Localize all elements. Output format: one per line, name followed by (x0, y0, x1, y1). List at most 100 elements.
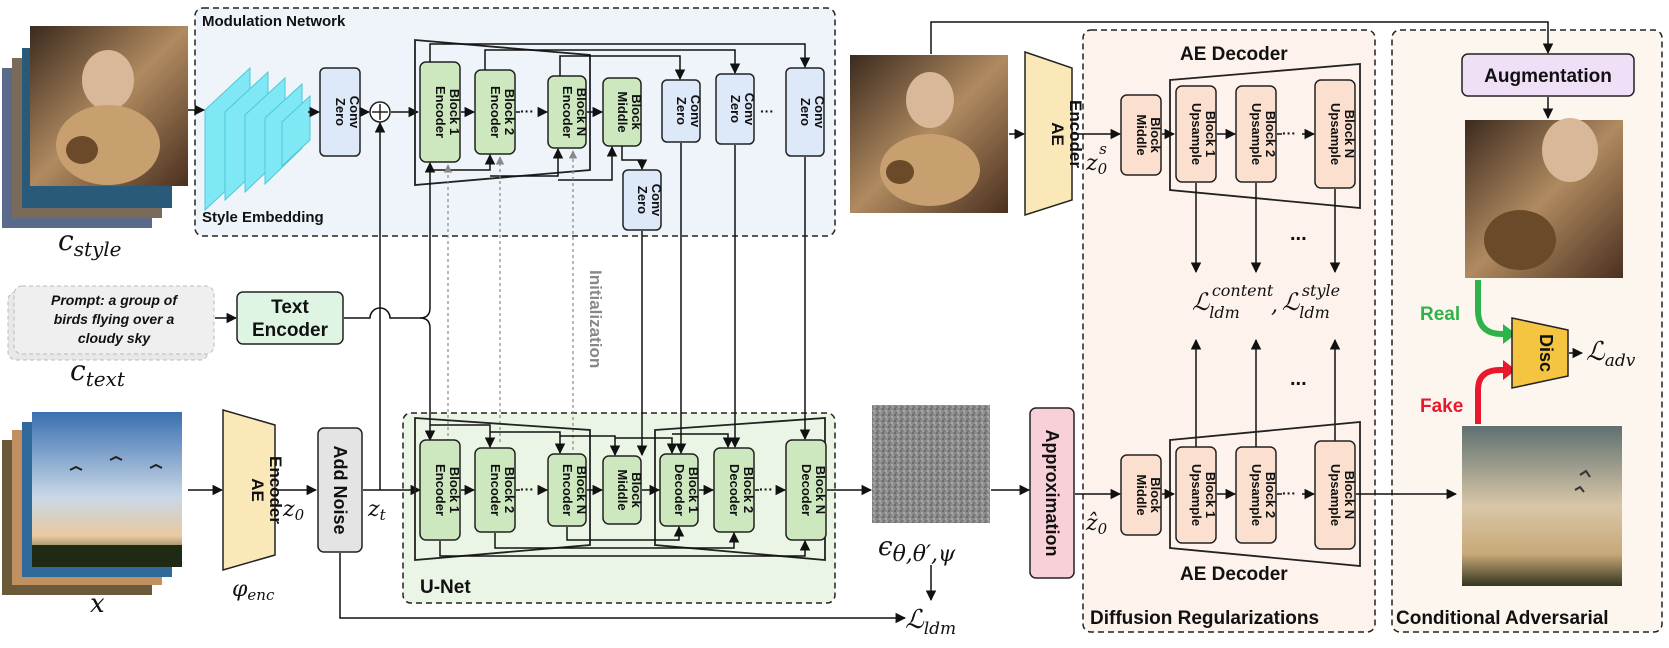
ae-decoder-top-label: AE Decoder (1180, 44, 1288, 65)
unet-decoder-trapezoid (654, 417, 826, 561)
unet-decoder-block-1: Decoder Block 1 (659, 453, 701, 527)
svg-text:Middle: Middle (1134, 114, 1149, 155)
svg-text:Upsample: Upsample (1249, 464, 1264, 526)
phi-enc-label: φenc (232, 577, 275, 604)
svg-text:Middle: Middle (615, 91, 630, 132)
svg-text:Middle: Middle (1134, 474, 1149, 515)
bottom-middle-block: Middle Block (1120, 454, 1163, 536)
svg-text:Decoder: Decoder (672, 464, 687, 516)
unet-label: U-Net (420, 577, 471, 598)
style-image-stack (2, 26, 188, 228)
z0-label: z0 (282, 497, 305, 524)
svg-text:Block 2: Block 2 (1263, 472, 1278, 518)
svg-text:Encoder: Encoder (488, 86, 503, 138)
unet-encoder-block-n: Encoder Block N (547, 453, 589, 527)
svg-text:Zero: Zero (333, 98, 348, 126)
svg-text:Disc: Disc (1536, 334, 1556, 372)
add-noise-box: Add Noise (317, 427, 363, 553)
mod-encoder-block-2: Encoder Block 2 (474, 69, 517, 155)
style-embedding-layers (204, 66, 311, 212)
unet-encoder-block-2: Encoder Block 2 (474, 447, 517, 533)
svg-text:Zero: Zero (798, 98, 813, 126)
svg-text:Conv: Conv (742, 93, 757, 126)
noise-prediction-image (872, 405, 990, 523)
svg-text:birds flying over a: birds flying over a (54, 311, 175, 327)
top-upsample-block-2: Upsample Block 2 (1235, 85, 1278, 183)
top-ellipsis: ... (1290, 223, 1307, 245)
zero-conv-2: Zero Conv (715, 73, 757, 145)
svg-text:Zero: Zero (728, 95, 743, 123)
top-middle-block: Middle Block (1120, 94, 1163, 176)
svg-text:Block 2: Block 2 (741, 467, 756, 513)
c-text-label: ctext (70, 354, 126, 391)
svg-text:Block 1: Block 1 (447, 467, 462, 513)
svg-text:Upsample: Upsample (1249, 103, 1264, 165)
c-style-label: cstyle (58, 224, 122, 261)
unet-decoder-block-2: Decoder Block 2 (713, 447, 756, 533)
bottom-upsample-block-n: Upsample Block N (1314, 440, 1357, 550)
svg-text:Conv: Conv (347, 96, 362, 129)
svg-text:Block N: Block N (1342, 471, 1357, 519)
ae-decoder-bottom-trapezoid (1169, 421, 1361, 567)
mod-dots-1: ··· (520, 103, 534, 119)
svg-text:Conv: Conv (688, 95, 703, 128)
diffusion-regularizations-label: Diffusion Regularizations (1090, 608, 1319, 629)
svg-text:Zero: Zero (635, 186, 650, 214)
bottom-dec-dots: ··· (1282, 485, 1296, 501)
discriminator-box: Disc (1511, 317, 1569, 389)
bottom-ellipsis: ... (1290, 368, 1307, 390)
prompt-card: Prompt: a group of birds flying over a c… (7, 285, 215, 361)
svg-text:Block 2: Block 2 (502, 467, 517, 513)
loss-content: ℒldmcontent (1192, 281, 1274, 322)
mod-encoder-block-n: Encoder Block N (547, 75, 589, 149)
svg-text:Block 1: Block 1 (447, 89, 462, 135)
svg-text:Block 2: Block 2 (502, 89, 517, 135)
svg-text:Block N: Block N (813, 466, 828, 514)
loss-sep: , (1271, 293, 1278, 318)
svg-text:Block: Block (629, 472, 644, 508)
svg-text:Block N: Block N (574, 88, 589, 136)
svg-text:Text: Text (271, 297, 309, 318)
svg-text:Block: Block (1148, 477, 1163, 513)
svg-text:Block: Block (1148, 117, 1163, 153)
epsilon-label: ϵθ,θ′,ψ (878, 532, 956, 567)
svg-text:Upsample: Upsample (1189, 103, 1204, 165)
unet-decoder-block-n: Decoder Block N (785, 439, 828, 541)
style-image-2 (850, 55, 1008, 213)
ae-decoder-top-trapezoid (1169, 63, 1361, 209)
svg-text:Conv: Conv (812, 96, 827, 129)
l-adv-label: ℒadv (1586, 337, 1636, 371)
zt-label: zt (367, 497, 387, 524)
unet-dots-1: ··· (520, 481, 534, 497)
ae-encoder-top: AE Encoder (1024, 50, 1085, 217)
zero-conv-n: Zero Conv (785, 67, 827, 157)
zero-conv-middle: Zero Conv (622, 169, 664, 231)
loss-style: ℒldmstyle (1282, 281, 1340, 322)
svg-text:Encoder: Encoder (252, 320, 329, 341)
unet-dots-2: ··· (759, 481, 773, 497)
svg-text:Encoder: Encoder (433, 86, 448, 138)
svg-text:Block 1: Block 1 (686, 467, 701, 513)
mod-middle-block: Middle Block (602, 77, 644, 147)
svg-text:Block N: Block N (1342, 110, 1357, 158)
top-upsample-block-n: Upsample Block N (1314, 79, 1357, 189)
unet-encoder-block-1: Encoder Block 1 (419, 439, 462, 541)
real-arrow (1475, 280, 1505, 337)
svg-text:Block 2: Block 2 (1263, 111, 1278, 157)
approximation-box: Approximation (1029, 407, 1075, 579)
mod-dots-2: ··· (760, 103, 774, 119)
z0s-label: z0s (1085, 140, 1108, 178)
svg-text:Prompt: a group of: Prompt: a group of (51, 292, 178, 308)
ae-decoder-bottom-label: AE Decoder (1180, 564, 1288, 585)
svg-text:Encoder: Encoder (433, 464, 448, 516)
svg-text:Add Noise: Add Noise (330, 445, 350, 534)
top-upsample-block-1: Upsample Block 1 (1175, 85, 1218, 183)
fake-arrow (1475, 367, 1505, 424)
svg-text:Encoder: Encoder (488, 464, 503, 516)
fake-label: Fake (1420, 396, 1463, 417)
augmented-real-image (1465, 118, 1623, 278)
bottom-upsample-block-1: Upsample Block 1 (1175, 446, 1218, 544)
svg-text:Block N: Block N (574, 466, 589, 514)
svg-text:Middle: Middle (615, 469, 630, 510)
